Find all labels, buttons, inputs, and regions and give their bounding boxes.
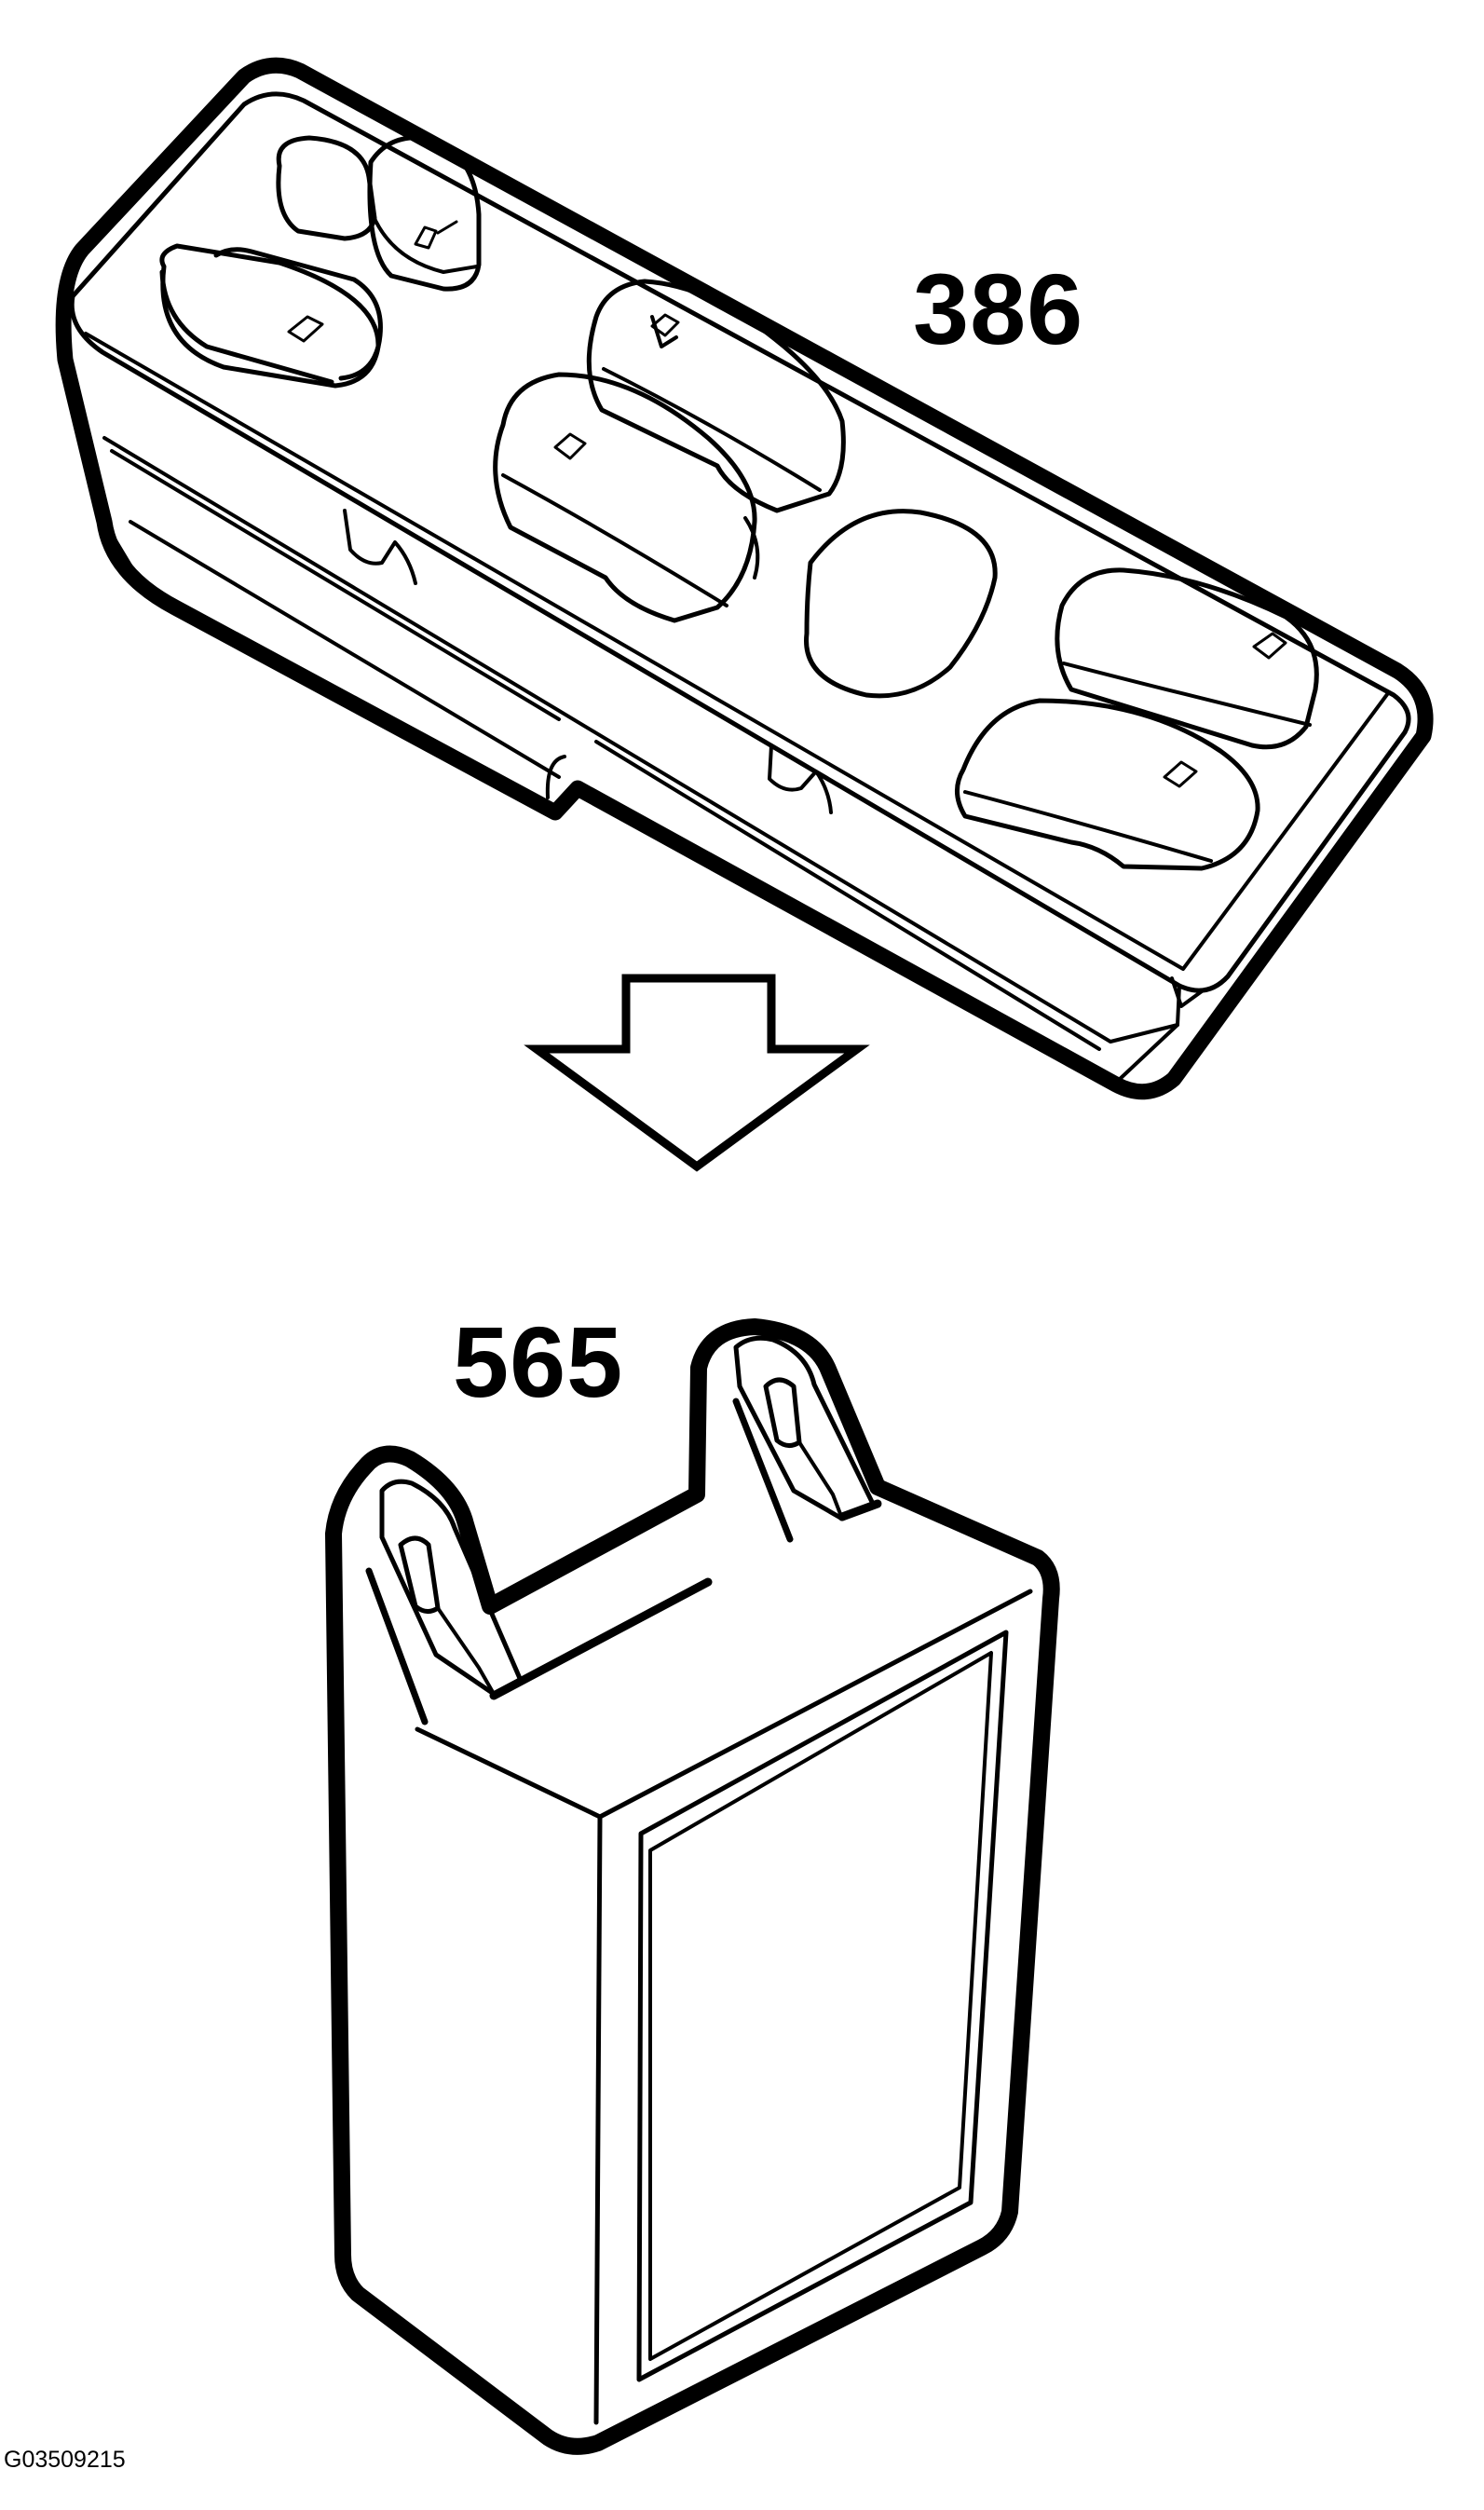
arrow-down-icon	[524, 974, 870, 1172]
callout-565: 565	[453, 1305, 624, 1418]
callout-386: 386	[913, 252, 1084, 365]
figure-id: G03509215	[4, 2447, 126, 2473]
relay-module-icon	[325, 1318, 1060, 2455]
window-switch-panel-icon	[55, 57, 1434, 1100]
